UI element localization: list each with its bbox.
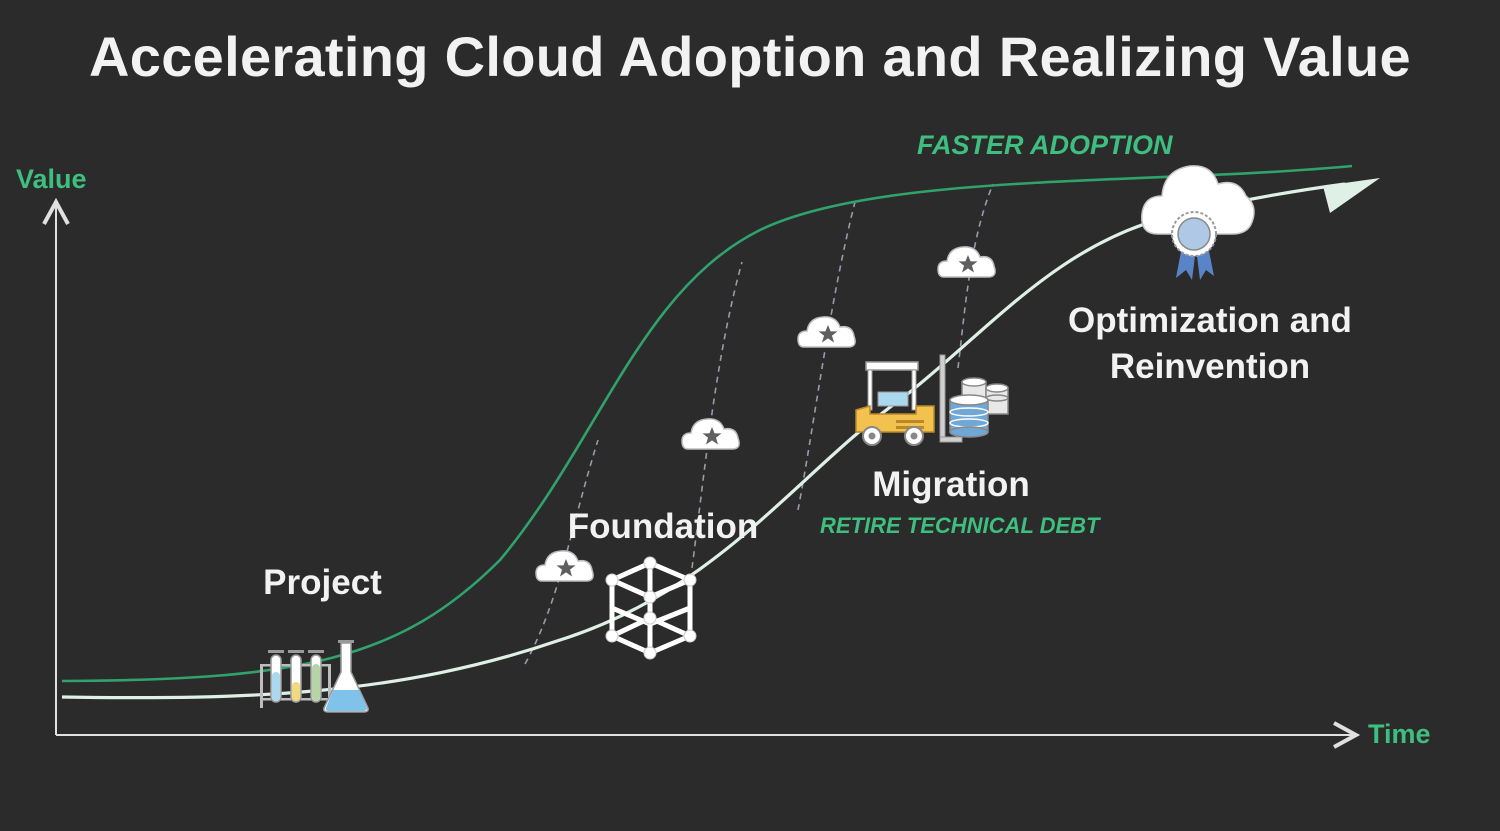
stage-label-migration: Migration bbox=[872, 465, 1030, 504]
test-tubes-flask-icon bbox=[260, 640, 369, 713]
cube-frame-icon bbox=[605, 556, 697, 660]
star-cloud-icon bbox=[937, 246, 996, 278]
transition-dashed-line bbox=[797, 201, 856, 511]
stage-label-project: Project bbox=[263, 563, 382, 602]
retire-technical-debt-label: RETIRE TECHNICAL DEBT bbox=[820, 513, 1100, 538]
award-cloud-icon bbox=[1141, 165, 1255, 280]
database-stack-icon bbox=[949, 377, 1009, 438]
star-cloud-icon bbox=[797, 316, 856, 348]
stage-label-optimization-line1: Optimization and bbox=[1068, 301, 1352, 340]
star-cloud-icon bbox=[535, 550, 594, 582]
stage-label-foundation: Foundation bbox=[567, 507, 759, 546]
x-axis-label: Time bbox=[1368, 719, 1431, 749]
value-curve-arrowhead bbox=[1323, 178, 1380, 213]
transition-dashed-line bbox=[524, 439, 599, 665]
stage-label-optimization-line2: Reinvention bbox=[1109, 347, 1311, 386]
star-cloud-icon bbox=[681, 418, 740, 450]
forklift-icon bbox=[855, 354, 963, 446]
faster-adoption-label: FASTER ADOPTION bbox=[917, 130, 1173, 160]
y-axis-label: Value bbox=[16, 164, 87, 194]
transition-dashed-line bbox=[691, 261, 743, 569]
page-title: Accelerating Cloud Adoption and Realizin… bbox=[89, 25, 1411, 88]
stage-label-optimization: Optimization and Reinvention bbox=[1040, 298, 1380, 390]
